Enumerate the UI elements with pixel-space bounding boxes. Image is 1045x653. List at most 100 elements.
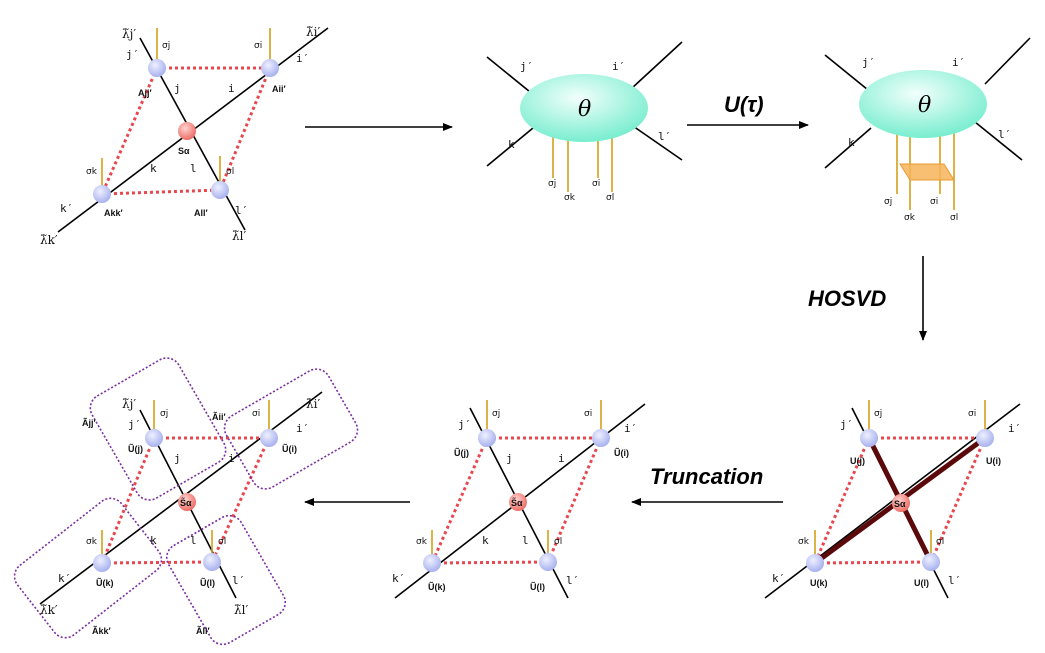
sigma-j: σj: [492, 409, 500, 419]
sigma-j: σj: [162, 41, 170, 51]
bond-label-k: k: [482, 534, 489, 547]
bond-label-j: j: [174, 82, 181, 95]
tensor-node-i: [260, 429, 278, 447]
center-node: [178, 493, 196, 511]
sigma-l: σl: [950, 213, 958, 223]
tensor-node-k: [93, 185, 111, 203]
theta-label: θ: [578, 97, 591, 122]
outer-label-j: j′: [520, 60, 533, 73]
outer-label-l: l′: [235, 204, 248, 217]
leg: [984, 37, 1031, 85]
panel-truncated: j′ i′ k′ l′ j i k l σj σi σk σl Ũ(j) Ũ(i…: [392, 400, 646, 599]
tensor-label-l: Ũ(l): [530, 582, 545, 592]
group-outline-i: [223, 368, 359, 490]
outer-label-i: i′: [296, 52, 309, 65]
dashed-bond: [814, 560, 932, 565]
sigma-k: σk: [86, 167, 98, 177]
leg: [631, 41, 683, 89]
outer-label-j: j′: [126, 48, 139, 61]
tensor-label-i: U(i): [986, 456, 1001, 466]
group-outline-l: [165, 514, 287, 646]
outer-label-i: i′: [296, 422, 309, 435]
tensor-label-j: Ũ(j): [454, 448, 469, 458]
lambda-i: λ̃i′: [306, 397, 320, 411]
outer-label-i: i′: [952, 56, 965, 69]
theta-tensor: [520, 74, 648, 142]
bond-label-i: i: [228, 452, 235, 465]
sigma-l: σl: [606, 193, 614, 203]
leg: [486, 127, 534, 167]
dashed-bond: [101, 188, 221, 196]
bond-label-l: l: [522, 534, 529, 547]
outer-label-l: l′: [658, 130, 671, 143]
tensor-label-i: Ũ(i): [282, 444, 297, 454]
dashed-bond: [210, 437, 271, 563]
tensor-label-l: U(l): [914, 578, 929, 588]
sigma-l: σl: [226, 167, 234, 177]
panel-updated-network: j′ i′ k′ l′ j i k l σj σi σk σl λ̃j′ λ̃i…: [13, 357, 359, 646]
sigma-l: σl: [554, 537, 562, 547]
sigma-l: σl: [936, 537, 944, 547]
sigma-k: σk: [416, 537, 428, 547]
sigma-i: σi: [254, 41, 262, 51]
center-label: S̃α: [180, 497, 192, 508]
sigma-k: σk: [564, 193, 576, 203]
absorbed-label-j: Ãjj′: [82, 418, 96, 428]
tensor-node-j: [148, 59, 166, 77]
dashed-bond: [813, 437, 871, 564]
outer-label-k: k′: [848, 136, 861, 149]
leg: [486, 56, 536, 97]
lambda-l: λ̃l′: [232, 229, 246, 243]
sigma-i: σi: [584, 409, 592, 419]
outer-label-k: k′: [60, 202, 73, 215]
outer-label-l: l′: [948, 574, 961, 587]
tensor-label-j: Ũ(j): [128, 444, 143, 454]
bond-label-k: k: [150, 534, 157, 547]
outer-label-i: i′: [624, 422, 637, 435]
tensor-label-i: Aii′: [272, 84, 286, 94]
panel-theta-gate: θ j′ i′ k′ l′ σj σk σi σl: [824, 37, 1031, 223]
tensor-label-k: Ũ(k): [96, 578, 114, 588]
tensor-label-k: Akk′: [104, 208, 123, 218]
leg: [629, 123, 683, 161]
step-label-hosvd: HOSVD: [808, 286, 886, 311]
panel-hosvd: j′ i′ k′ l′ σj σi σk σl U(j) U(i) U(k) U…: [764, 400, 1021, 599]
absorbed-label-i: Ãii′: [212, 412, 226, 422]
tensor-node-i: [261, 59, 279, 77]
group-outline-j: [89, 357, 227, 501]
absorbed-label-l: Ãll′: [196, 626, 210, 636]
center-label: Sα: [178, 146, 190, 156]
tensor-node-k: [806, 554, 824, 572]
tensor-node-k: [423, 554, 441, 572]
sigma-l: σl: [218, 537, 226, 547]
absorbed-label-k: Ãkk′: [92, 626, 111, 636]
dashed-bond: [430, 437, 489, 564]
dashed-bond: [100, 437, 156, 564]
center-node: [178, 122, 196, 140]
tensor-label-j: U(j): [850, 456, 865, 466]
center-node: [509, 493, 527, 511]
dashed-bond: [929, 437, 987, 563]
group-outline-k: [13, 497, 163, 639]
outer-label-j: j′: [458, 418, 471, 431]
outer-label-j: j′: [862, 56, 875, 69]
center-label: Sα: [894, 499, 906, 509]
outer-label-j: j′: [128, 418, 141, 431]
tensor-node-j: [478, 429, 496, 447]
step-label-truncation: Truncation: [650, 464, 763, 489]
lambda-l: λ̃l′: [234, 603, 248, 617]
tensor-node-k: [93, 554, 111, 572]
panel-theta: θ j′ i′ k′ l′ σj σk σi σl: [486, 41, 683, 203]
tensor-node-l: [539, 553, 557, 571]
panel-initial-network: j′ i′ k′ l′ j i k l σj σi σk σl λ̃j′ λ̃i…: [40, 25, 329, 247]
sigma-j: σj: [548, 179, 556, 189]
sigma-k: σk: [904, 213, 916, 223]
step-label-time-evolution: U(τ): [724, 92, 764, 117]
tensor-node-j: [145, 429, 163, 447]
sigma-j: σj: [884, 197, 892, 207]
lambda-j: λ̃j′: [122, 27, 136, 41]
sigma-j: σj: [874, 409, 882, 419]
tensor-label-j: Ajj′: [138, 88, 152, 98]
tensor-label-k: U(k): [810, 578, 828, 588]
dashed-bond: [431, 560, 549, 565]
